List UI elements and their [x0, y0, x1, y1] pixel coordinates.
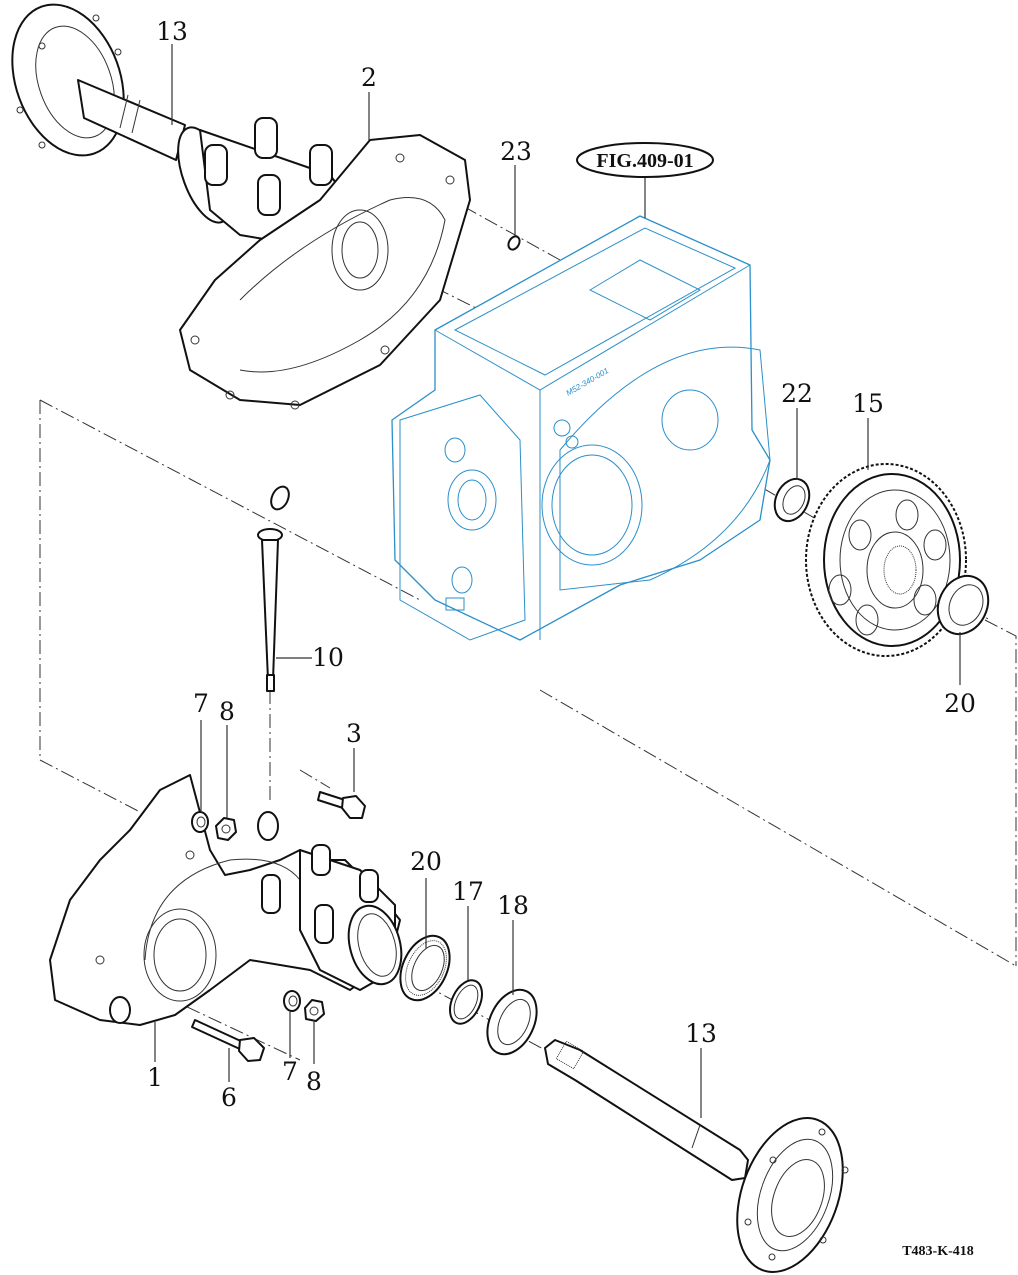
callout-20-right: 20: [944, 689, 976, 718]
bolt-6[interactable]: [191, 1019, 265, 1062]
leader-lines: [154, 44, 961, 1118]
callout-13-upper: 13: [156, 17, 188, 46]
callout-3: 3: [346, 719, 362, 748]
callout-18: 18: [497, 891, 529, 920]
nut-lower[interactable]: [304, 999, 325, 1022]
bearing-right[interactable]: [929, 568, 998, 643]
right-axle-housing[interactable]: [167, 117, 471, 410]
final-drive-gear[interactable]: [805, 463, 967, 657]
nut-upper[interactable]: [215, 817, 237, 841]
bolt-3[interactable]: [317, 791, 366, 819]
callout-8-upper: 8: [219, 697, 235, 726]
callout-23: 23: [500, 137, 532, 166]
seal-18[interactable]: [478, 982, 547, 1062]
alignment-line-right-box: [984, 619, 1017, 966]
axle-shaft-lower[interactable]: [544, 1039, 862, 1275]
callout-8-lower: 8: [306, 1067, 322, 1096]
callout-15: 15: [852, 389, 884, 418]
alignment-line-lower-right: [539, 689, 1017, 967]
figure-reference-link[interactable]: FIG.409-01: [576, 142, 714, 178]
figure-reference-label: FIG.409-01: [596, 150, 693, 172]
ring-17[interactable]: [444, 975, 489, 1029]
axle-shaft-upper[interactable]: [0, 0, 186, 171]
callouts: 13 2 23 22 15 20 10 7 8 3 20 17 18 13 1 …: [147, 17, 976, 1112]
seal-22[interactable]: [768, 473, 816, 526]
o-ring[interactable]: [506, 234, 522, 251]
washer-lower[interactable]: [283, 990, 301, 1012]
callout-13-lower: 13: [685, 1019, 717, 1048]
callout-17: 17: [452, 877, 484, 906]
alignment-line-left-box: [39, 400, 141, 813]
callout-7-lower: 7: [282, 1057, 298, 1086]
bearing-lower[interactable]: [391, 928, 460, 1008]
drawing-number: T483-K-418: [902, 1244, 974, 1259]
washer-upper[interactable]: [191, 811, 209, 833]
callout-1: 1: [147, 1063, 163, 1092]
callout-10: 10: [312, 643, 344, 672]
callout-7-upper: 7: [193, 689, 209, 718]
dipstick[interactable]: [257, 484, 292, 692]
callout-6: 6: [221, 1083, 237, 1112]
alignment-line-left-top: [39, 399, 421, 601]
transmission-housing-reference[interactable]: [391, 215, 771, 641]
alignment-line-bolt-3: [299, 769, 331, 789]
callout-20-lower: 20: [410, 847, 442, 876]
left-axle-housing[interactable]: [49, 774, 410, 1026]
callout-2: 2: [361, 63, 377, 92]
callout-22: 22: [781, 379, 813, 408]
